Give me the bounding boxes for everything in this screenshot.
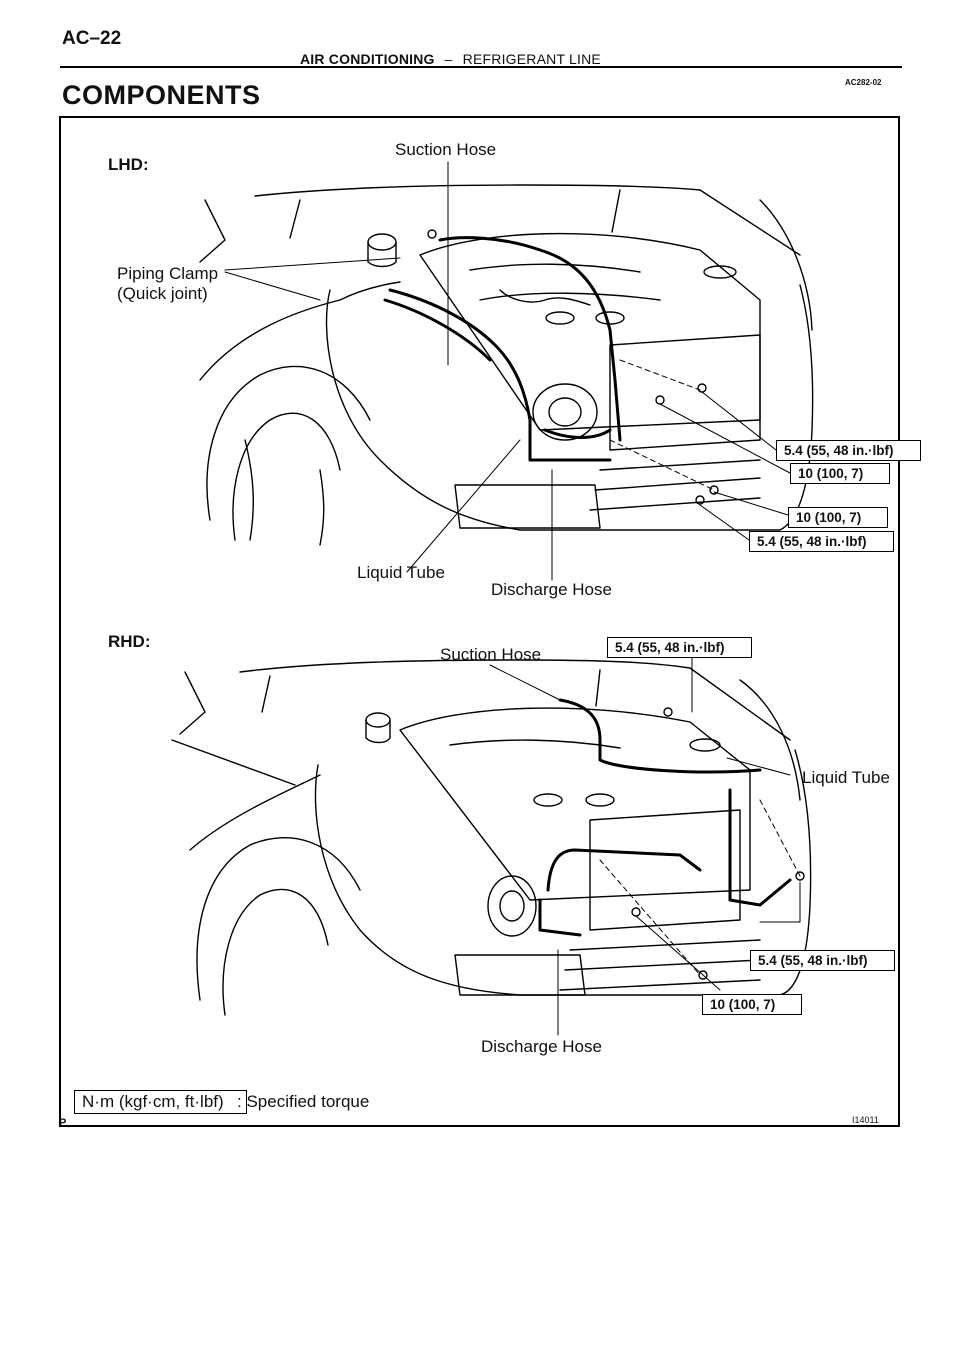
lhd-leader-lines bbox=[224, 161, 791, 581]
torque-legend-description: : Specified torque bbox=[237, 1092, 370, 1111]
rhd-variant-label: RHD: bbox=[108, 632, 151, 651]
rhd-suction-hose-label: Suction Hose bbox=[440, 645, 542, 664]
section-name: AIR CONDITIONING bbox=[300, 51, 435, 67]
document-code: AC282-02 bbox=[845, 78, 882, 87]
lhd-torque-spec: 5.4 (55, 48 in.·lbf) bbox=[749, 531, 894, 552]
lhd-vehicle-drawing bbox=[199, 184, 814, 546]
lhd-variant-label: LHD: bbox=[108, 155, 149, 174]
lhd-torque-spec: 10 (100, 7) bbox=[788, 507, 889, 528]
rhd-liquid-tube-label: Liquid Tube bbox=[802, 768, 890, 787]
lhd-piping-clamp-note: (Quick joint) bbox=[117, 284, 208, 303]
page-title: COMPONENTS bbox=[62, 80, 261, 110]
rhd-discharge-hose-label: Discharge Hose bbox=[481, 1037, 602, 1056]
rhd-torque-spec: 10 (100, 7) bbox=[702, 994, 803, 1015]
header-rule bbox=[60, 66, 902, 68]
rhd-vehicle-drawing bbox=[171, 659, 812, 1016]
page-number: AC–22 bbox=[62, 28, 122, 49]
rhd-torque-spec: 5.4 (55, 48 in.·lbf) bbox=[750, 950, 895, 971]
corner-mark: P bbox=[59, 1117, 67, 1129]
torque-unit-legend-box: N·m (kgf·cm, ft·lbf) bbox=[74, 1090, 247, 1114]
section-separator: – bbox=[444, 51, 453, 67]
rhd-torque-spec: 5.4 (55, 48 in.·lbf) bbox=[607, 637, 752, 658]
lhd-liquid-tube-label: Liquid Tube bbox=[357, 563, 445, 582]
lhd-discharge-hose-label: Discharge Hose bbox=[491, 580, 612, 599]
lhd-suction-hose-label: Suction Hose bbox=[395, 140, 497, 159]
lhd-torque-spec: 5.4 (55, 48 in.·lbf) bbox=[776, 440, 921, 461]
figure-id: I14011 bbox=[852, 1115, 879, 1125]
subsection-name: REFRIGERANT LINE bbox=[462, 51, 601, 67]
lhd-torque-spec: 10 (100, 7) bbox=[790, 463, 891, 484]
running-head: AIR CONDITIONING–REFRIGERANT LINE bbox=[300, 51, 601, 67]
rhd-leader-lines bbox=[489, 649, 801, 1036]
lhd-piping-clamp-label: Piping Clamp bbox=[117, 264, 219, 283]
figure-frame bbox=[59, 116, 900, 1127]
